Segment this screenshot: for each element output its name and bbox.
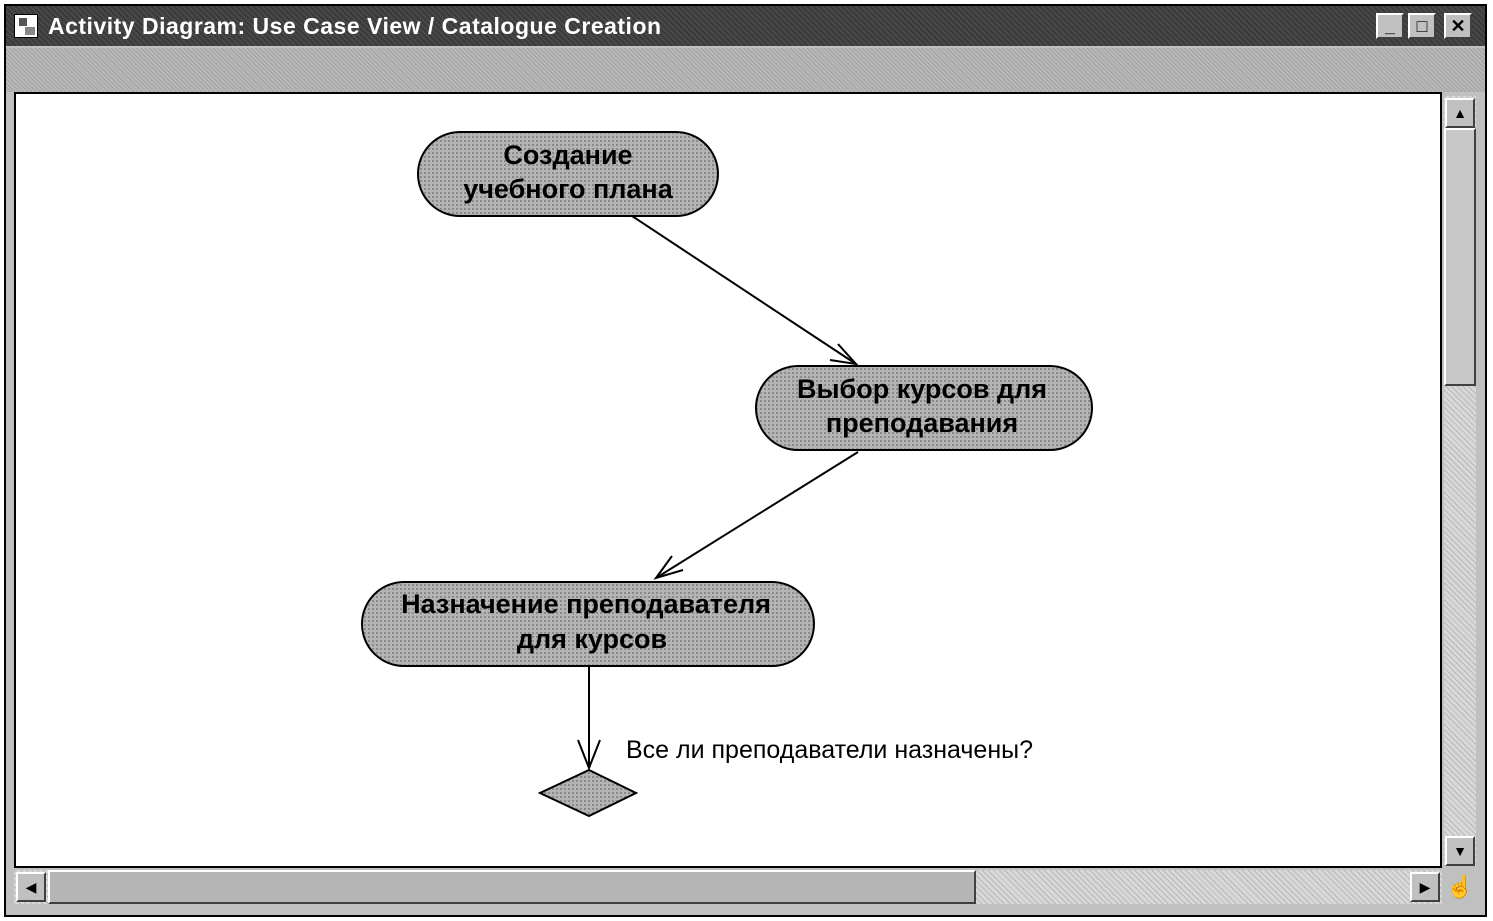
- toolbar-strip: [6, 48, 1485, 92]
- decision-node[interactable]: [537, 768, 639, 818]
- activity-2-label-line1: Выбор курсов для: [797, 374, 1047, 404]
- activity-node-3[interactable]: Назначение преподавателя для курсов: [361, 581, 815, 667]
- right-arrow-icon: ▶: [1419, 879, 1431, 895]
- transition-1-line[interactable]: [631, 215, 857, 365]
- minimize-icon: _: [1384, 16, 1395, 36]
- activity-node-2[interactable]: Выбор курсов для преподавания: [755, 365, 1093, 451]
- scroll-left-button[interactable]: ◀: [16, 872, 46, 902]
- horizontal-scroll-thumb[interactable]: [48, 870, 976, 904]
- transition-3-arrowhead: [577, 739, 601, 771]
- maximize-icon: □: [1416, 16, 1428, 36]
- activity-1-label-line2: учебного плана: [463, 174, 673, 204]
- activity-diagram-icon[interactable]: [14, 14, 38, 38]
- transition-2-arrowhead: [653, 555, 684, 580]
- maximize-button[interactable]: □: [1408, 13, 1436, 39]
- activity-node-1[interactable]: Создание учебного плана: [417, 131, 719, 217]
- activity-2-shape: [755, 365, 1093, 451]
- activity-1-shape: [417, 131, 719, 217]
- scroll-down-button[interactable]: ▼: [1445, 836, 1475, 866]
- transition-2-line[interactable]: [655, 451, 859, 579]
- transition-1-arrowhead: [829, 343, 859, 366]
- activity-2-label-line2: преподавания: [826, 408, 1018, 438]
- close-icon: ✕: [1450, 16, 1466, 36]
- activity-1-label-line1: Создание: [503, 140, 632, 170]
- up-arrow-icon: ▲: [1453, 105, 1467, 121]
- activity-3-label-line1: Назначение преподавателя: [401, 589, 771, 619]
- left-arrow-icon: ◀: [25, 879, 37, 895]
- close-button[interactable]: ✕: [1444, 13, 1472, 39]
- minimize-button[interactable]: _: [1376, 13, 1404, 39]
- scroll-right-button[interactable]: ▶: [1410, 872, 1440, 902]
- activity-3-shape: [361, 581, 815, 667]
- hand-icon[interactable]: ☝: [1444, 870, 1476, 904]
- window-title: Activity Diagram: Use Case View / Catalo…: [48, 13, 662, 39]
- diagram-canvas[interactable]: [14, 92, 1442, 868]
- title-bar[interactable]: Activity Diagram: Use Case View / Catalo…: [6, 6, 1485, 46]
- decision-guard-label: Все ли преподаватели назначены?: [626, 736, 1033, 764]
- down-arrow-icon: ▼: [1453, 843, 1467, 859]
- scroll-up-button[interactable]: ▲: [1445, 98, 1475, 128]
- vertical-scroll-thumb[interactable]: [1444, 128, 1476, 386]
- activity-3-label-line2: для курсов: [517, 624, 667, 654]
